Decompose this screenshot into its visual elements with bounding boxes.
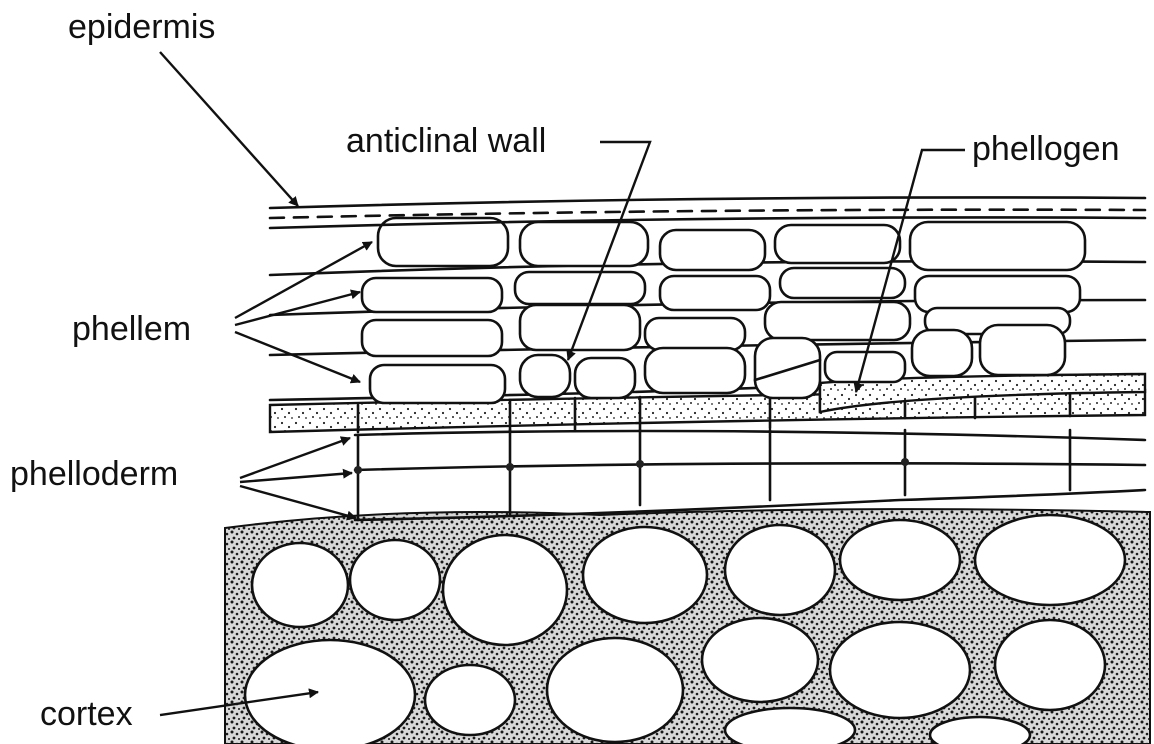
label-cortex: cortex (40, 695, 133, 733)
label-phelloderm: phelloderm (10, 455, 178, 493)
arrow-phelloderm-2 (240, 473, 352, 482)
label-anticlinal-wall: anticlinal wall (346, 122, 546, 160)
label-phellogen: phellogen (972, 130, 1119, 168)
arrow-phelloderm-3 (240, 486, 356, 518)
arrow-phelloderm-1 (240, 438, 350, 478)
label-epidermis: epidermis (68, 8, 215, 46)
cortex-tissue (225, 509, 1150, 744)
arrow-phellem-3 (235, 332, 360, 382)
phelloderm-layer (354, 430, 1145, 520)
arrow-epidermis (160, 52, 298, 206)
label-phellem: phellem (72, 310, 191, 348)
phellem-layers (270, 218, 1145, 403)
